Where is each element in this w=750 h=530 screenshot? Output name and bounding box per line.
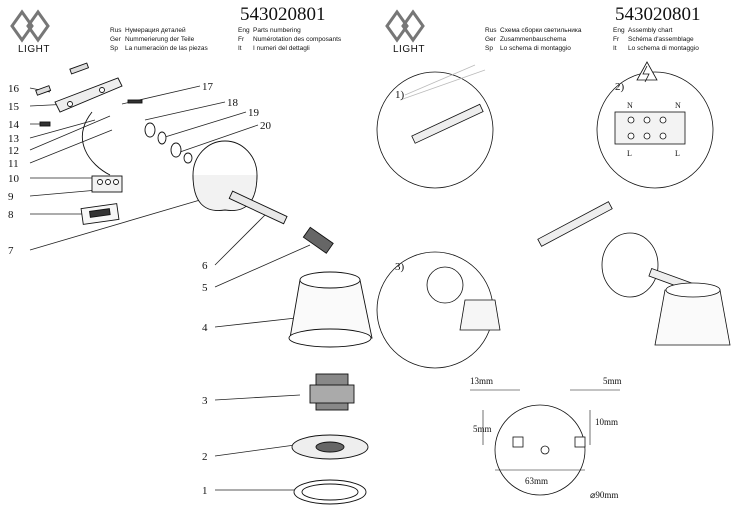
part-label-18: 18 xyxy=(227,97,239,109)
part-label-19: 19 xyxy=(248,107,260,119)
assembly-drawing: 1) 2) 3) N L N L 13mm 5mm 5mm 10mm 63mm … xyxy=(376,61,731,500)
part-label-16: 16 xyxy=(8,83,20,95)
terminal-label-l2: L xyxy=(675,149,680,158)
part-label-3: 3 xyxy=(202,395,208,407)
step-label-3: 3) xyxy=(395,261,405,273)
part-label-1: 1 xyxy=(202,485,208,497)
part-label-4: 4 xyxy=(202,322,208,334)
mounting-plate-dimension xyxy=(494,404,586,496)
dim-13mm: 13mm xyxy=(470,376,493,386)
dim-63mm: 63mm xyxy=(525,476,548,486)
dim-diameter-90mm: ⌀90mm xyxy=(590,490,618,500)
part-label-20: 20 xyxy=(260,120,272,132)
terminal-label-n1: N xyxy=(627,101,633,110)
part-label-9: 9 xyxy=(8,191,14,203)
part-label-8: 8 xyxy=(8,209,14,221)
article-number: 543020801 xyxy=(615,4,701,25)
part-label-10: 10 xyxy=(8,173,20,185)
part-label-6: 6 xyxy=(202,260,208,272)
high-voltage-icon xyxy=(636,61,658,81)
part-label-2: 2 xyxy=(202,451,208,463)
part-label-12: 12 xyxy=(8,145,19,157)
brand-logo-text: LIGHT xyxy=(18,44,50,55)
dim-5mm-top: 5mm xyxy=(603,376,622,386)
part-label-15: 15 xyxy=(8,101,20,113)
dim-5mm-side: 5mm xyxy=(473,424,492,434)
terminal-label-l1: L xyxy=(627,149,632,158)
part-label-17: 17 xyxy=(202,81,214,93)
part-label-13: 13 xyxy=(8,133,20,145)
part-label-11: 11 xyxy=(8,158,19,170)
dim-10mm: 10mm xyxy=(595,417,618,427)
part-label-7: 7 xyxy=(8,245,14,257)
terminal-label-n2: N xyxy=(675,101,681,110)
brand-logo-icon xyxy=(10,9,50,43)
part-label-14: 14 xyxy=(8,119,20,131)
part-label-5: 5 xyxy=(202,282,208,294)
article-number: 543020801 xyxy=(240,4,326,25)
step-label-2: 2) xyxy=(615,81,625,93)
brand-logo-text: LIGHT xyxy=(393,44,425,55)
step-label-1: 1) xyxy=(395,89,405,101)
brand-logo-icon xyxy=(385,9,425,43)
exploded-parts-drawing: 1 2 3 4 5 6 7 8 9 10 11 12 13 14 15 16 1… xyxy=(8,62,373,505)
